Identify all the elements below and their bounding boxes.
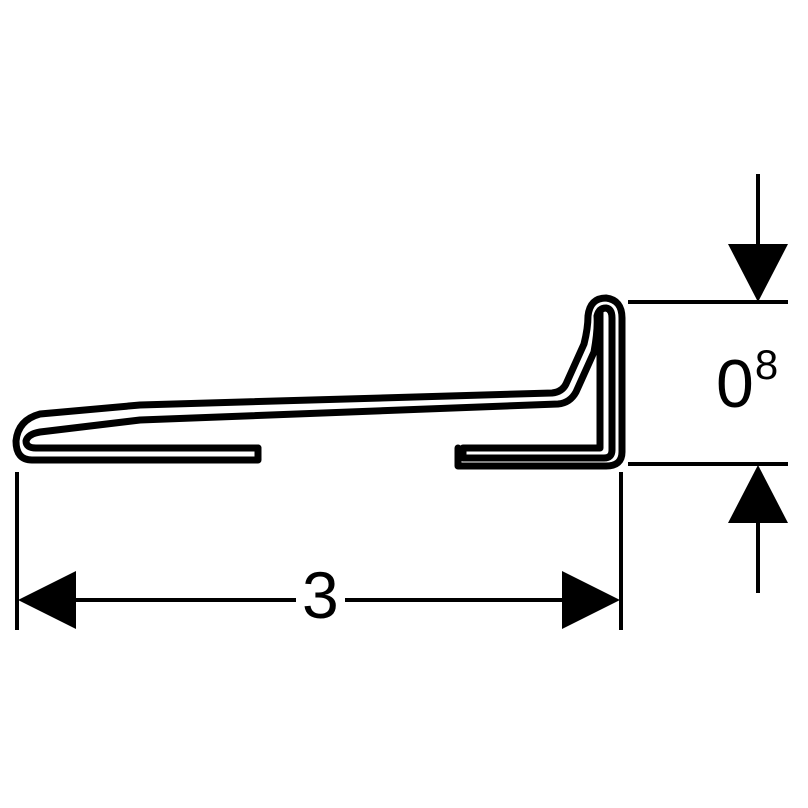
profile-outer-shell bbox=[12, 294, 626, 470]
arrow-up-icon bbox=[728, 465, 788, 523]
height-dimension-main: 0 bbox=[716, 346, 754, 422]
profile-outer-contour bbox=[22, 304, 616, 462]
arrow-left-icon bbox=[18, 571, 76, 629]
profile-section bbox=[12, 294, 626, 470]
width-dimension-label: 3 bbox=[296, 562, 345, 628]
arrow-right-icon bbox=[562, 571, 620, 629]
height-dimension-label: 08 bbox=[716, 344, 778, 419]
height-dimension-superscript: 8 bbox=[754, 341, 779, 388]
arrow-down-icon bbox=[728, 244, 788, 302]
